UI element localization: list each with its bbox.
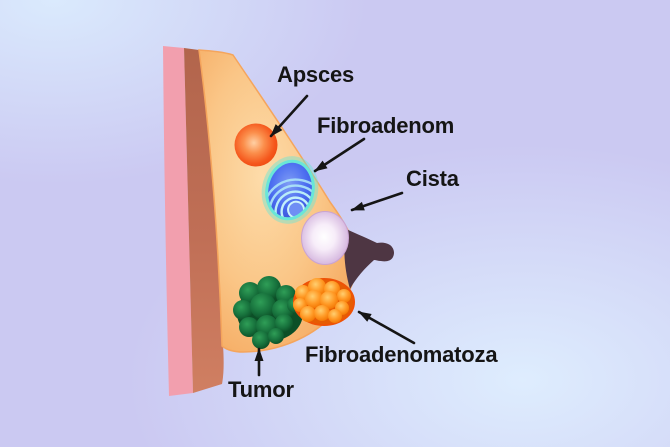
cyst-shape bbox=[301, 211, 349, 265]
tumor-shape bbox=[233, 276, 303, 349]
nipple-shape bbox=[344, 229, 394, 289]
fibroadenom-arrow bbox=[313, 137, 366, 173]
fibroadenoma-shape bbox=[261, 156, 319, 224]
tumor-label: Tumor bbox=[228, 377, 294, 402]
abscess-shape bbox=[234, 123, 278, 167]
apsces-label: Apsces bbox=[277, 62, 355, 87]
cista-arrow bbox=[350, 191, 404, 212]
fibroadenomatoza-label: Fibroadenomatoza bbox=[305, 342, 498, 367]
fibroadenom-label: Fibroadenom bbox=[317, 113, 455, 138]
cista-label: Cista bbox=[406, 166, 459, 191]
chest-wall-strip bbox=[184, 48, 224, 393]
chest-skin-strip bbox=[163, 46, 193, 396]
fibroadenomatosis-shape bbox=[293, 278, 355, 326]
fibroadenomatoza-arrow bbox=[357, 310, 416, 345]
apsces-arrow bbox=[269, 94, 309, 138]
